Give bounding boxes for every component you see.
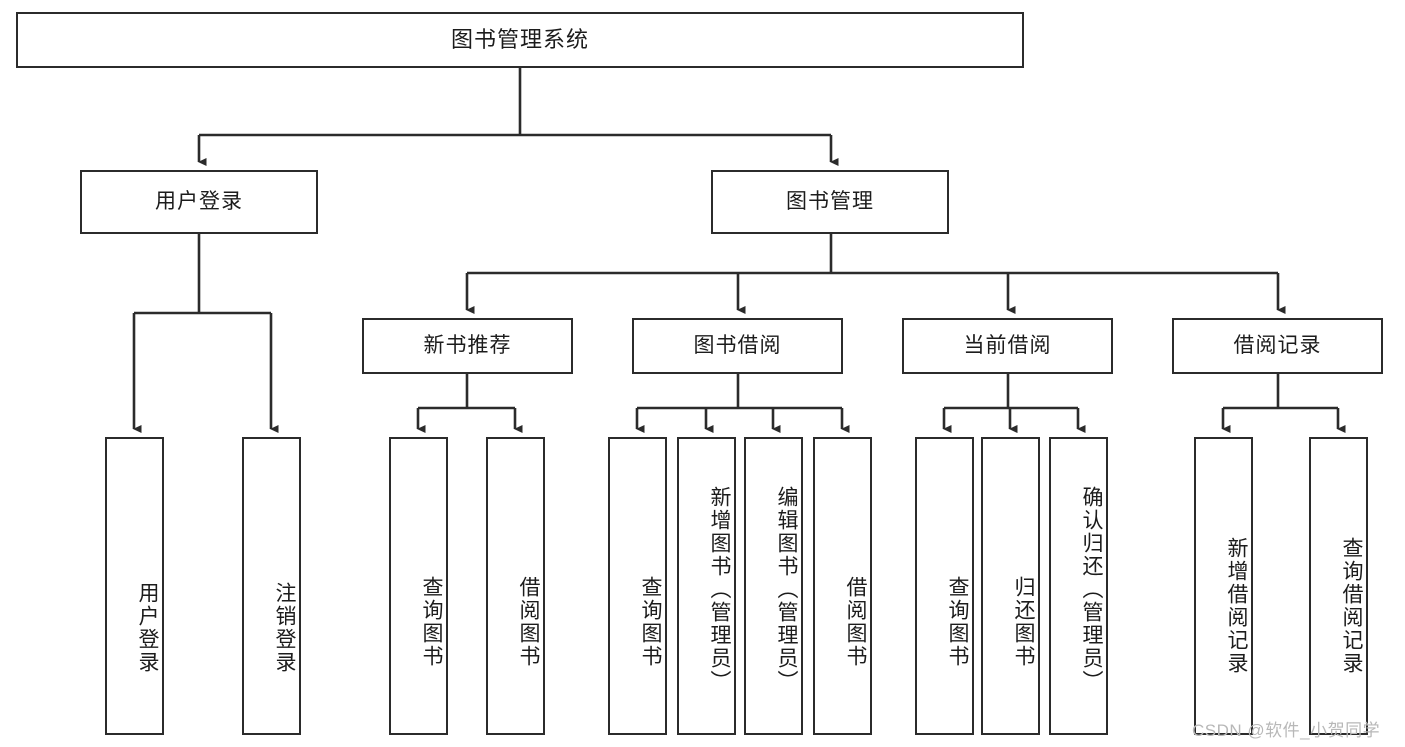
node-root-label: 图书管理系统 <box>450 26 589 52</box>
node-leaf-query-borrow-record-label: 查询借阅记录 <box>1340 537 1363 675</box>
node-leaf-add-book-label: 新增图书（管理员） <box>708 485 731 693</box>
node-current-borrow-label: 当前借阅 <box>963 334 1052 358</box>
node-leaf-edit-book-label: 编辑图书（管理员） <box>775 485 798 693</box>
node-user-login-label: 用户登录 <box>155 190 243 214</box>
node-leaf-add-borrow-record[interactable]: 新增借阅记录 <box>1194 437 1253 735</box>
node-leaf-query-book-1-label: 查询图书 <box>420 576 443 668</box>
csdn-watermark: CSDN @软件_小贺同学 <box>1192 721 1381 740</box>
node-user-login[interactable]: 用户登录 <box>80 170 318 234</box>
node-borrow-record-label: 借阅记录 <box>1233 334 1322 358</box>
node-leaf-logout[interactable]: 注销登录 <box>242 437 301 735</box>
node-leaf-query-book-2[interactable]: 查询图书 <box>608 437 667 735</box>
node-leaf-user-login-label: 用户登录 <box>136 582 159 674</box>
node-book-manage[interactable]: 图书管理 <box>711 170 949 234</box>
node-book-manage-label: 图书管理 <box>786 190 874 214</box>
node-leaf-borrow-book-1-label: 借阅图书 <box>517 576 540 668</box>
node-leaf-borrow-book-2-label: 借阅图书 <box>844 576 867 668</box>
node-leaf-query-borrow-record[interactable]: 查询借阅记录 <box>1309 437 1368 735</box>
node-borrow-record[interactable]: 借阅记录 <box>1172 318 1383 374</box>
node-leaf-add-borrow-record-label: 新增借阅记录 <box>1225 537 1248 675</box>
node-new-book-recommend[interactable]: 新书推荐 <box>362 318 573 374</box>
node-book-borrow[interactable]: 图书借阅 <box>632 318 843 374</box>
node-leaf-return-book[interactable]: 归还图书 <box>981 437 1040 735</box>
node-leaf-confirm-return[interactable]: 确认归还（管理员） <box>1049 437 1108 735</box>
node-leaf-query-book-2-label: 查询图书 <box>639 576 662 668</box>
node-leaf-borrow-book-1[interactable]: 借阅图书 <box>486 437 545 735</box>
node-leaf-query-book-1[interactable]: 查询图书 <box>389 437 448 735</box>
node-leaf-return-book-label: 归还图书 <box>1012 576 1035 668</box>
node-root[interactable]: 图书管理系统 <box>16 12 1024 68</box>
node-leaf-add-book[interactable]: 新增图书（管理员） <box>677 437 736 735</box>
node-leaf-edit-book[interactable]: 编辑图书（管理员） <box>744 437 803 735</box>
node-leaf-user-login[interactable]: 用户登录 <box>105 437 164 735</box>
node-leaf-query-book-3-label: 查询图书 <box>946 576 969 668</box>
node-leaf-logout-label: 注销登录 <box>273 582 296 674</box>
node-book-borrow-label: 图书借阅 <box>693 334 782 358</box>
node-leaf-borrow-book-2[interactable]: 借阅图书 <box>813 437 872 735</box>
node-leaf-confirm-return-label: 确认归还（管理员） <box>1080 485 1103 693</box>
node-leaf-query-book-3[interactable]: 查询图书 <box>915 437 974 735</box>
node-new-book-recommend-label: 新书推荐 <box>423 334 512 358</box>
node-current-borrow[interactable]: 当前借阅 <box>902 318 1113 374</box>
